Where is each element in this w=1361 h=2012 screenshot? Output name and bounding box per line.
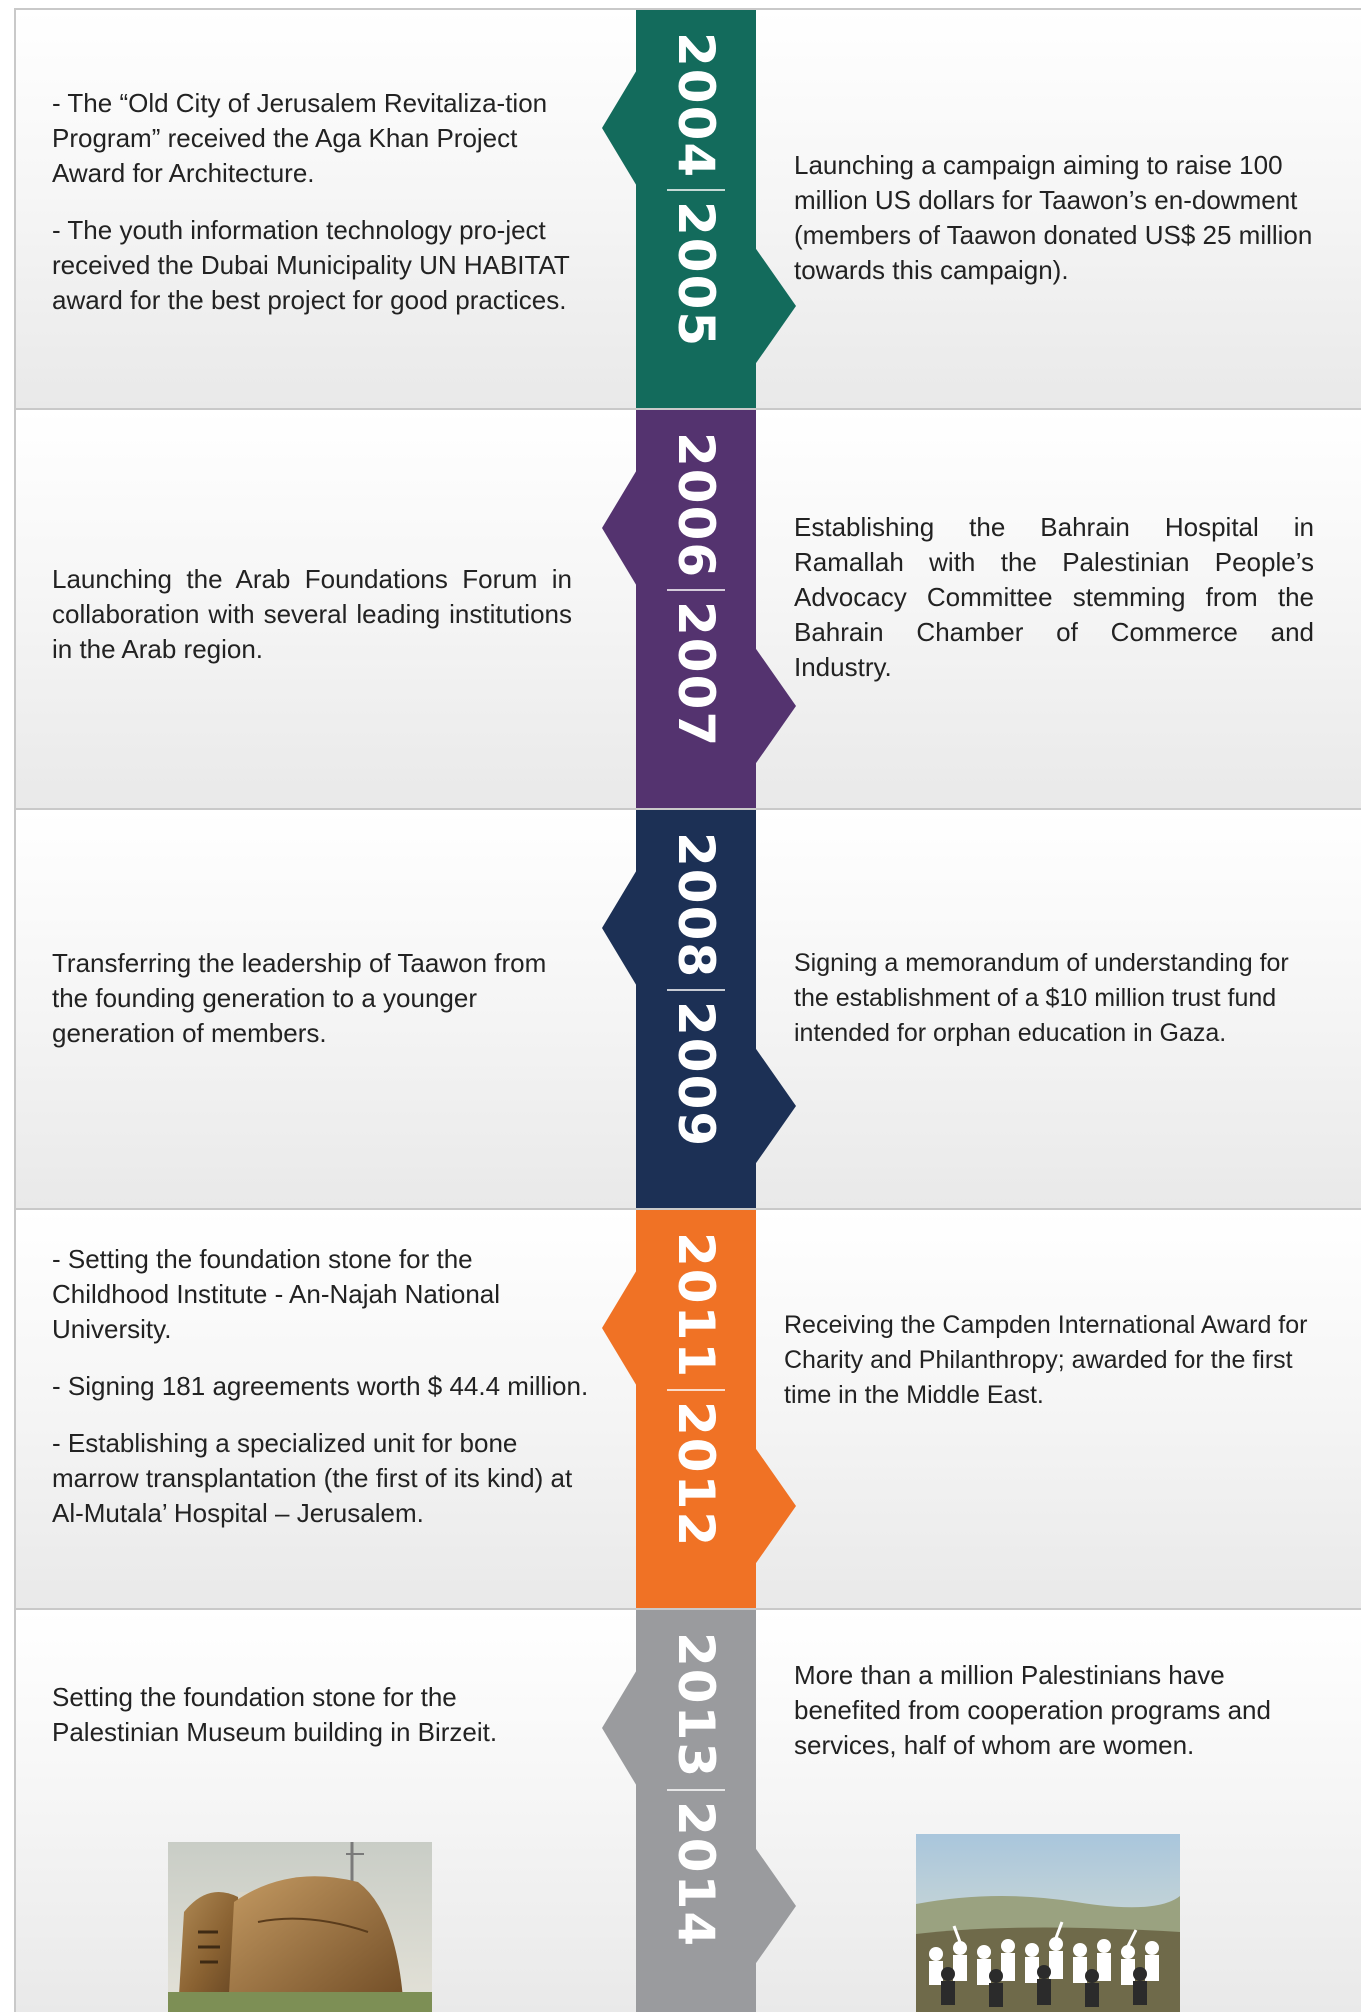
milestone-text: Launching the Arab Foundations Forum in …: [52, 564, 572, 664]
group-photo: [916, 1834, 1180, 2012]
year-labels: 2013 2014: [636, 1610, 756, 2012]
year-labels: 2011 2012: [636, 1210, 756, 1608]
year-end: 2014: [667, 1800, 725, 1948]
year-band: [636, 810, 756, 1208]
left-pointer-arrow: [602, 1668, 638, 1788]
milestone-text: Launching a campaign aiming to raise 100…: [794, 150, 1313, 285]
timeline-row-2008-2009: 2008 2009 Transferring the leadership of…: [14, 808, 1361, 1208]
left-milestones: - Setting the foundation stone for the C…: [52, 1242, 592, 1531]
timeline-row-2011-2012: 2011 2012 - Setting the foundation stone…: [14, 1208, 1361, 1608]
year-labels: 2008 2009: [636, 810, 756, 1208]
year-divider: [667, 1389, 725, 1391]
year-divider: [667, 1789, 725, 1791]
right-milestones: Signing a memorandum of understanding fo…: [794, 946, 1324, 1051]
milestone-text: - The “Old City of Jerusalem Revitaliza-…: [52, 88, 548, 188]
timeline-row-2004-2005: 2004 2005 - The “Old City of Jerusalem R…: [14, 8, 1361, 408]
timeline-row-2006-2007: 2006 2007 Launching the Arab Foundations…: [14, 408, 1361, 808]
foundation-stone-image: [168, 1842, 432, 2012]
left-milestones: - The “Old City of Jerusalem Revitaliza-…: [52, 86, 572, 318]
foundation-stone-photo: [168, 1842, 432, 2012]
right-milestones: More than a million Palestinians have be…: [794, 1658, 1314, 1763]
year-band: [636, 10, 756, 408]
left-pointer-arrow: [602, 68, 638, 188]
timeline-row-2013-2014: 2013 2014 Setting the foundation stone f…: [14, 1608, 1361, 2012]
right-pointer-arrow: [754, 1046, 796, 1166]
year-end: 2009: [667, 1000, 725, 1148]
year-labels: 2006 2007: [636, 410, 756, 808]
left-milestones: Setting the foundation stone for the Pal…: [52, 1680, 512, 1750]
left-pointer-arrow: [602, 868, 638, 988]
year-start: 2011: [667, 1232, 725, 1380]
right-pointer-arrow: [754, 1446, 796, 1566]
milestone-text: - The youth information technology pro-j…: [52, 215, 570, 315]
milestone-text: More than a million Palestinians have be…: [794, 1660, 1271, 1760]
year-start: 2004: [667, 32, 725, 180]
year-start: 2013: [667, 1632, 725, 1780]
milestone-text: - Setting the foundation stone for the C…: [52, 1244, 501, 1344]
right-pointer-arrow: [754, 1846, 796, 1966]
year-end: 2012: [667, 1400, 725, 1548]
left-pointer-arrow: [602, 1268, 638, 1388]
year-divider: [667, 189, 725, 191]
year-band: [636, 410, 756, 808]
milestone-text: Receiving the Campden International Awar…: [784, 1311, 1308, 1409]
year-end: 2007: [667, 600, 725, 748]
year-labels: 2004 2005: [636, 10, 756, 408]
milestone-text: - Signing 181 agreements worth $ 44.4 mi…: [52, 1371, 589, 1401]
milestone-text: Establishing the Bahrain Hospital in Ram…: [794, 512, 1314, 682]
milestone-text: - Establishing a specialized unit for bo…: [52, 1428, 573, 1528]
milestone-text: Transferring the leadership of Taawon fr…: [52, 948, 547, 1048]
left-milestones: Launching the Arab Foundations Forum in …: [52, 562, 572, 667]
year-divider: [667, 589, 725, 591]
year-band: [636, 1610, 756, 2012]
group-image: [916, 1834, 1180, 2012]
milestone-text: Signing a memorandum of understanding fo…: [794, 949, 1289, 1047]
year-band: [636, 1210, 756, 1608]
right-milestones: Launching a campaign aiming to raise 100…: [794, 148, 1314, 288]
right-milestones: Establishing the Bahrain Hospital in Ram…: [794, 510, 1314, 685]
year-start: 2008: [667, 832, 725, 980]
left-milestones: Transferring the leadership of Taawon fr…: [52, 946, 552, 1051]
year-start: 2006: [667, 432, 725, 580]
year-end: 2005: [667, 200, 725, 348]
right-milestones: Receiving the Campden International Awar…: [784, 1308, 1324, 1413]
milestone-text: Setting the foundation stone for the Pal…: [52, 1682, 498, 1747]
left-pointer-arrow: [602, 468, 638, 588]
right-pointer-arrow: [754, 646, 796, 766]
right-pointer-arrow: [754, 246, 796, 366]
year-divider: [667, 989, 725, 991]
